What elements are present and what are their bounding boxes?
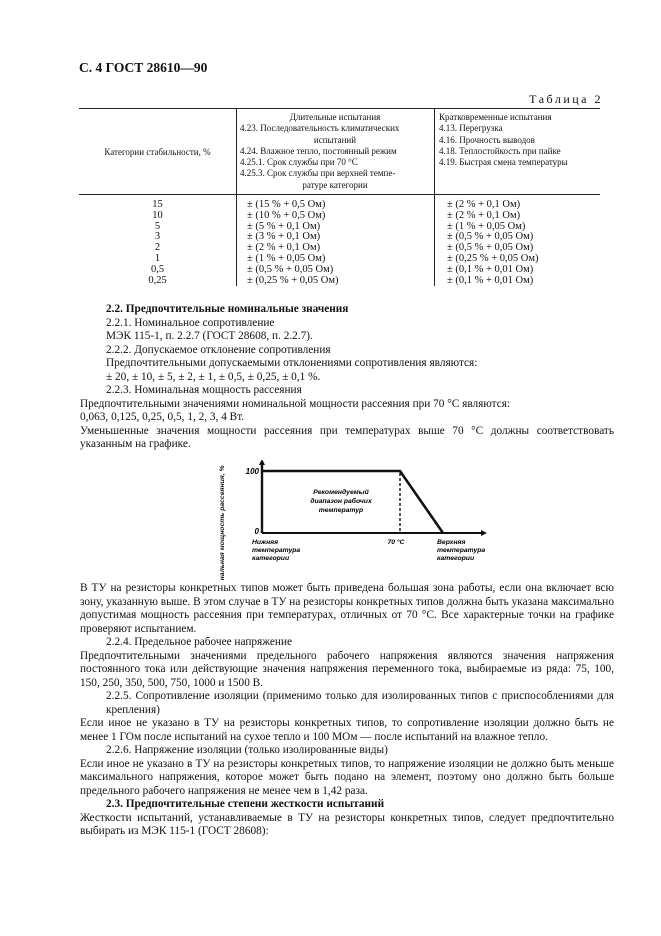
para: Уменьшенные значения мощности рассеяния … <box>80 424 614 451</box>
para: 2.2.1. Номинальное сопротивление <box>106 316 275 329</box>
para: 2.2.6. Напряжение изоляции (только изоли… <box>106 744 388 756</box>
y-tick-100: 100 <box>246 467 260 476</box>
section-after: В ТУ на резисторы конкретных типов может… <box>80 582 616 839</box>
short-tests-column: ± (2 % + 0,1 Ом)± (2 % + 0,1 Ом) ± (1 % … <box>447 199 539 286</box>
para: ± 20, ± 10, ± 5, ± 2, ± 1, ± 0,5, ± 0,25… <box>106 370 321 383</box>
para: Предпочтительными допускаемыми отклонени… <box>106 357 478 369</box>
section-2-2: 2.2. Предпочтительные номинальные значен… <box>80 303 616 452</box>
para: 2.2.5. Сопротивление изоляции (применимо… <box>106 690 614 716</box>
page-header: С. 4 ГОСТ 28610—90 <box>79 60 208 75</box>
col1-header: Категории стабильности, % <box>79 107 237 196</box>
x-tick-70: 70 °С <box>387 538 404 546</box>
y-tick-0: 0 <box>255 527 260 536</box>
para: 2.2.4. Предельное рабочее напряжение <box>106 636 293 648</box>
para: Если иное не указано в ТУ на резисторы к… <box>80 757 614 797</box>
col3-header: Кратковременные испытания 4.13. Перегруз… <box>434 107 600 196</box>
section-title: 2.3. Предпочтительные степени жесткости … <box>106 798 385 810</box>
para: 0,063, 0,125, 0,25, 0,5, 1, 2, 3, 4 Вт. <box>80 411 245 423</box>
derating-line <box>262 469 445 534</box>
ylabel-1: Номинальная мощность рассеяния, % <box>219 465 226 580</box>
para: 2.2.3. Номинальная мощность рассеяния <box>106 384 302 396</box>
derating-chart: Номинальная мощность рассеяния, % 100 0Ни… <box>219 460 487 580</box>
para: Предпочтительными значениями номинальной… <box>80 397 511 410</box>
para: Если иное не указано в ТУ на резисторы к… <box>80 717 614 743</box>
para: МЭК 115-1, п. 2.2.7 (ГОСТ 28608, п. 2.2.… <box>106 330 313 342</box>
para: Предпочтительными значениями предельного… <box>80 649 614 689</box>
col2-header: Длительные испытания 4.23. Последователь… <box>236 107 435 196</box>
para: 2.2.2. Допускаемое отклонение сопротивле… <box>106 343 331 356</box>
section-title: 2.2. Предпочтительные номинальные значен… <box>106 303 349 315</box>
chart-ylabel: Номинальная мощность рассеяния, % <box>219 465 226 580</box>
para: Жесткости испытаний, устанавливаемые в Т… <box>80 811 614 838</box>
x-axis-arrow <box>481 530 487 536</box>
table-caption: Таблица 2 <box>529 92 603 106</box>
long-tests-column: ± (15 % + 0,5 Ом)± (10 % + 0,5 Ом) ± (5 … <box>236 194 435 287</box>
stability-table: Категории стабильности, % Длительные исп… <box>79 107 600 287</box>
para: В ТУ на резисторы конкретных типов может… <box>80 582 614 635</box>
y-axis-arrow <box>259 460 265 465</box>
